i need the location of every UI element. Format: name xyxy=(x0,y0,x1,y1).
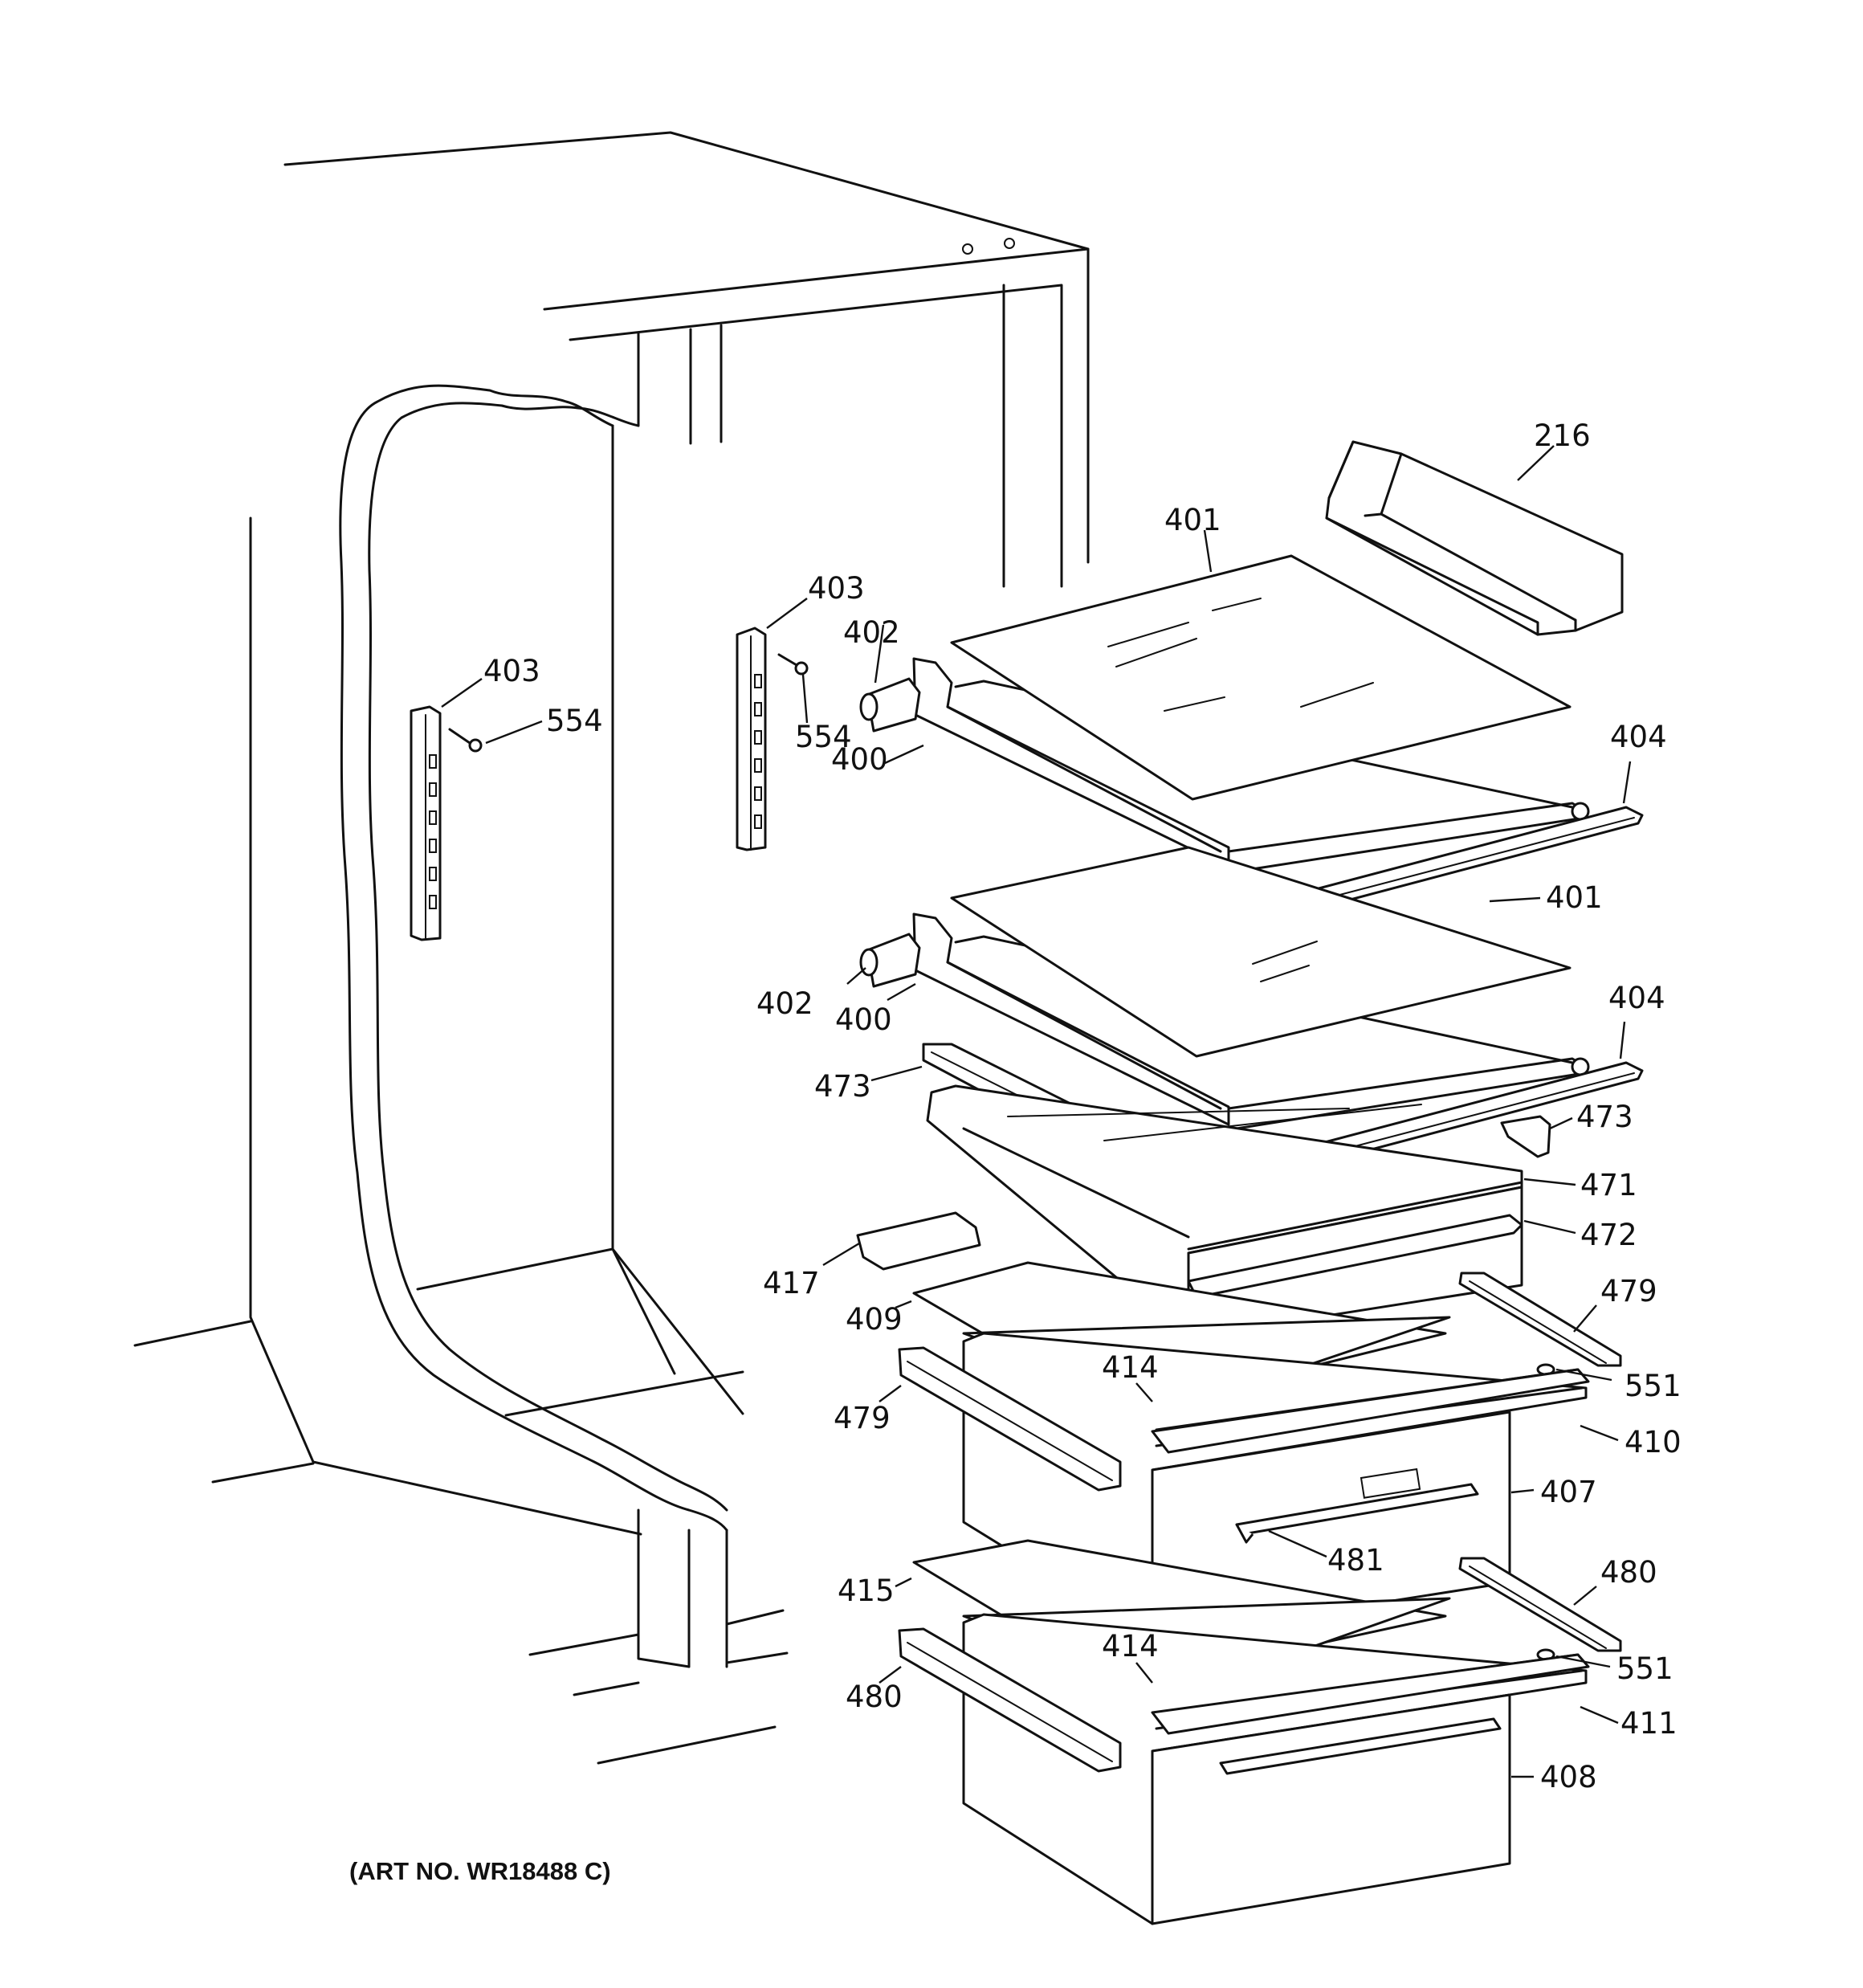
callout-551-lower: 551 xyxy=(1616,1651,1673,1686)
drawer-front-411 xyxy=(1151,1653,1590,1735)
callout-471: 471 xyxy=(1580,1168,1637,1202)
lower-bracket-402 xyxy=(859,933,921,988)
rail-479-left xyxy=(898,1346,1122,1492)
rail-480-left xyxy=(898,1627,1122,1773)
pan-slide-417 xyxy=(856,1211,981,1271)
callout-480-right: 480 xyxy=(1600,1555,1657,1590)
callout-408: 408 xyxy=(1540,1760,1597,1794)
callout-414-lower: 414 xyxy=(1102,1629,1159,1663)
callout-473-right: 473 xyxy=(1576,1100,1633,1134)
upper-bracket-402 xyxy=(859,677,921,733)
callout-404-lower: 404 xyxy=(1608,981,1665,1015)
storage-bin-216 xyxy=(1325,440,1624,636)
callout-479-right: 479 xyxy=(1600,1274,1657,1308)
callout-481: 481 xyxy=(1327,1543,1384,1578)
callout-554-center: 554 xyxy=(795,720,852,754)
drawer-front-410 xyxy=(1151,1368,1590,1454)
callout-410: 410 xyxy=(1625,1425,1682,1459)
shelf-ladder-left xyxy=(410,705,442,941)
leader-lines xyxy=(441,445,1632,1778)
drawer-handle-481 xyxy=(1235,1483,1479,1544)
callout-400-upper: 400 xyxy=(831,742,888,777)
callout-479-left: 479 xyxy=(834,1401,891,1435)
callout-labels: 216 401 403 402 403 554 554 400 404 401 … xyxy=(483,418,1682,1794)
callout-409: 409 xyxy=(846,1302,903,1337)
art-number: (ART NO. WR18488 C) xyxy=(349,1857,611,1885)
callout-415: 415 xyxy=(838,1574,895,1608)
crisper-drawer-408 xyxy=(962,1613,1588,1925)
rail-479-right xyxy=(1458,1272,1622,1367)
callout-407: 407 xyxy=(1540,1475,1597,1509)
shelf-ladder-center xyxy=(736,627,767,851)
rail-480-right xyxy=(1458,1557,1622,1652)
callout-216: 216 xyxy=(1534,418,1591,453)
drawer-handle-408 xyxy=(1219,1717,1502,1775)
callout-414-upper: 414 xyxy=(1102,1350,1159,1385)
callout-402-lower: 402 xyxy=(756,986,813,1021)
callout-551-upper: 551 xyxy=(1625,1369,1682,1403)
upper-glass-401 xyxy=(950,554,1572,801)
screw-554-left xyxy=(448,728,483,753)
callout-472: 472 xyxy=(1580,1218,1637,1252)
callout-401-lower: 401 xyxy=(1546,880,1603,915)
cabinet-outline xyxy=(133,131,1090,1765)
lower-glass-401 xyxy=(950,846,1572,1058)
cover-support-473-right xyxy=(1500,1115,1551,1158)
callout-403-center: 403 xyxy=(808,571,865,606)
screw-554-center xyxy=(777,653,809,676)
callout-554-left: 554 xyxy=(546,704,603,738)
callout-403-left: 403 xyxy=(483,654,540,688)
upper-shelf-frame-400 xyxy=(912,657,1590,873)
callout-417: 417 xyxy=(763,1266,820,1300)
callout-404-upper: 404 xyxy=(1610,720,1667,754)
callout-402-upper: 402 xyxy=(843,615,900,650)
callout-401-upper: 401 xyxy=(1164,503,1221,537)
callout-411: 411 xyxy=(1620,1706,1678,1741)
callout-473-left: 473 xyxy=(814,1069,871,1104)
callout-400-lower: 400 xyxy=(835,1002,892,1037)
callout-480-left: 480 xyxy=(846,1680,903,1714)
